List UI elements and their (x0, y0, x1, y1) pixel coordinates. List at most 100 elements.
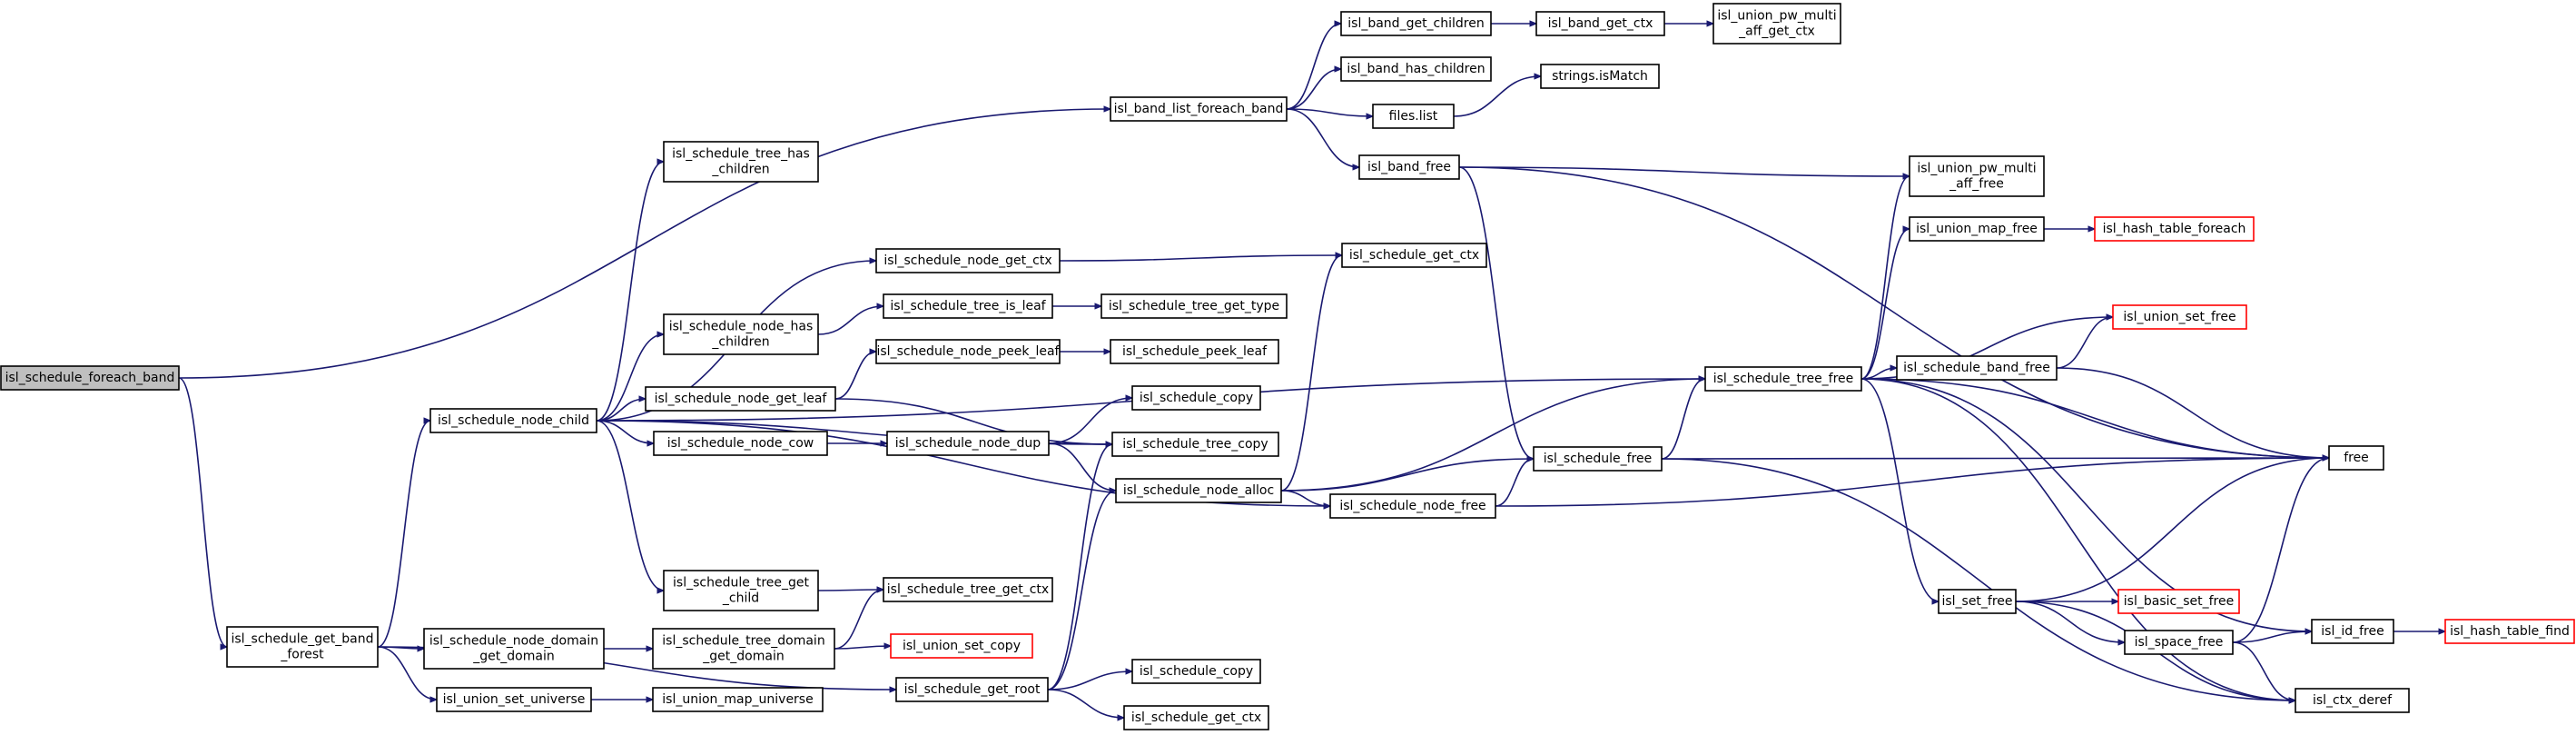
node-label: isl_schedule_node_alloc (1123, 483, 1274, 498)
node-node-free[interactable]: isl_schedule_node_free (1329, 493, 1496, 519)
node-label: isl_hash_table_find (2450, 624, 2570, 639)
node-tree-copy[interactable]: isl_schedule_tree_copy (1111, 432, 1279, 457)
node-label: isl_schedule_node_free (1339, 499, 1485, 513)
node-box (1938, 589, 2017, 614)
node-upma-get-ctx[interactable]: isl_union_pw_multi_aff_get_ctx (1712, 3, 1841, 45)
node-label: isl_band_get_children (1347, 16, 1484, 31)
node-files-list[interactable]: files.list (1372, 104, 1455, 129)
node-tree-get-ctx[interactable]: isl_schedule_tree_get_ctx (883, 577, 1053, 602)
node-box (645, 386, 836, 412)
node-get-band-forest[interactable]: isl_schedule_get_band_forest (226, 626, 379, 668)
node-node-peek-leaf[interactable]: isl_schedule_node_peek_leaf (875, 339, 1061, 364)
node-label: isl_union_map_universe (662, 692, 813, 707)
node-band-has-children[interactable]: isl_band_has_children (1340, 56, 1492, 82)
node-strings-isMatch[interactable]: strings.isMatch (1540, 64, 1660, 89)
node-schedule-copy-a[interactable]: isl_schedule_copy (1131, 385, 1261, 411)
node-union-map-universe[interactable]: isl_union_map_universe (652, 687, 824, 712)
node-union-set-universe[interactable]: isl_union_set_universe (436, 687, 592, 712)
node-box (1896, 355, 2058, 381)
node-node-get-ctx[interactable]: isl_schedule_node_get_ctx (875, 248, 1061, 273)
edge-node_get_leaf-to-node_peek_leaf (834, 352, 876, 400)
node-node-get-leaf[interactable]: isl_schedule_node_get_leaf (645, 386, 836, 412)
edge-get_band_forest-to-node_child (377, 421, 430, 648)
node-upma-free[interactable]: isl_union_pw_multi_aff_free (1909, 155, 2045, 197)
node-label: isl_schedule_tree_get_type (1109, 299, 1279, 313)
node-band-free[interactable]: isl_band_free (1358, 154, 1460, 180)
edge-tree_get_child-to-tree_get_ctx (817, 590, 883, 591)
node-schedule-free[interactable]: isl_schedule_free (1533, 446, 1663, 472)
node-band-get-ctx[interactable]: isl_band_get_ctx (1535, 11, 1665, 36)
node-label: isl_schedule_node_child (438, 413, 589, 428)
node-node-has-children[interactable]: isl_schedule_node_has_children (663, 313, 819, 355)
edge-node_child-to-tree_has_children (596, 162, 664, 422)
node-basic-set-free[interactable]: isl_basic_set_free (2117, 589, 2240, 614)
node-box (890, 633, 1033, 659)
node-ctx-deref[interactable]: isl_ctx_deref (2295, 688, 2410, 713)
node-box (1909, 216, 2045, 242)
node-tree-get-child[interactable]: isl_schedule_tree_get_child (663, 570, 819, 611)
node-space-free[interactable]: isl_space_free (2124, 630, 2234, 655)
node-node-alloc[interactable]: isl_schedule_node_alloc (1115, 478, 1282, 503)
node-label: isl_ctx_deref (2313, 693, 2393, 708)
node-union-set-copy[interactable]: isl_union_set_copy (890, 633, 1033, 659)
node-schedule-get-ctx-a[interactable]: isl_schedule_get_ctx (1341, 243, 1487, 268)
node-label: strings.isMatch (1552, 69, 1648, 84)
edge-band_free-to-schedule_free (1458, 166, 1534, 459)
node-union-set-free[interactable]: isl_union_set_free (2112, 304, 2247, 330)
node-label: isl_union_set_copy (903, 639, 1021, 653)
edge-get_root-to-schedule_get_ctx_b (1047, 689, 1124, 718)
node-label: isl_band_has_children (1347, 62, 1485, 76)
node-get-root[interactable]: isl_schedule_get_root (895, 677, 1049, 702)
node-id-free[interactable]: isl_id_free (2311, 619, 2394, 644)
node-free[interactable]: free (2328, 445, 2384, 471)
node-box (2311, 619, 2394, 644)
node-node-dup[interactable]: isl_schedule_node_dup (886, 431, 1050, 456)
node-label: isl_schedule_tree_domain (662, 634, 824, 649)
node-peek-leaf[interactable]: isl_schedule_peek_leaf (1110, 339, 1279, 364)
edge-set_free-to-free (2015, 458, 2329, 602)
edge-band_free-to-free (1458, 166, 2329, 458)
node-node-cow[interactable]: isl_schedule_node_cow (653, 431, 828, 456)
edge-node_dup-to-node_alloc (1048, 442, 1116, 491)
edge-tree_free-to-ctx_deref (1860, 378, 2295, 700)
edge-node_child-to-tree_get_child (596, 420, 664, 591)
node-schedule-get-ctx-b[interactable]: isl_schedule_get_ctx (1123, 705, 1269, 730)
edge-node_free-to-schedule_free (1495, 459, 1534, 507)
node-node-child[interactable]: isl_schedule_node_child (429, 408, 597, 433)
edge-set_free-to-space_free (2015, 601, 2125, 642)
node-label: _forest (280, 648, 324, 662)
node-tree-domain-get-domain[interactable]: isl_schedule_tree_domain_get_domain (652, 628, 835, 670)
node-box (1115, 478, 1282, 503)
edge-band_free-to-upma_free (1458, 166, 1910, 176)
node-tree-is-leaf[interactable]: isl_schedule_tree_is_leaf (883, 293, 1053, 319)
node-label: isl_set_free (1941, 594, 2012, 609)
node-band-list-foreach-band[interactable]: isl_band_list_foreach_band (1110, 96, 1288, 122)
node-box (1372, 104, 1455, 129)
node-node-domain-get-domain[interactable]: isl_schedule_node_domain_get_domain (423, 628, 605, 670)
node-box (875, 339, 1061, 364)
node-hash-table-foreach[interactable]: isl_hash_table_foreach (2094, 216, 2255, 242)
node-union-map-free[interactable]: isl_union_map_free (1909, 216, 2045, 242)
node-tree-has-children[interactable]: isl_schedule_tree_has_children (663, 141, 819, 183)
node-set-free[interactable]: isl_set_free (1938, 589, 2017, 614)
node-label: isl_band_list_foreach_band (1114, 102, 1284, 116)
edge-tree_free-to-union_map_free (1860, 229, 1910, 380)
node-box (652, 687, 824, 712)
node-label: _children (711, 335, 769, 350)
edge-band_list_foreach_band-to-band_get_children (1286, 24, 1341, 110)
edge-files_list-to-strings_isMatch (1453, 76, 1541, 117)
node-tree-get-type[interactable]: isl_schedule_tree_get_type (1100, 293, 1288, 319)
node-label: isl_schedule_get_band (231, 632, 373, 647)
node-band-get-children[interactable]: isl_band_get_children (1340, 11, 1492, 36)
edge-space_free-to-id_free (2232, 631, 2312, 643)
node-box (429, 408, 597, 433)
node-label: isl_band_free (1367, 160, 1451, 174)
node-tree-free[interactable]: isl_schedule_tree_free (1704, 366, 1862, 392)
node-hash-table-find[interactable]: isl_hash_table_find (2444, 619, 2575, 644)
node-foreach-band[interactable]: isl_schedule_foreach_band (0, 365, 180, 391)
edge-node_child-to-node_get_leaf (596, 399, 646, 422)
node-band-free-sched[interactable]: isl_schedule_band_free (1896, 355, 2058, 381)
node-box (1100, 293, 1288, 319)
node-box (652, 628, 835, 670)
node-schedule-copy-b[interactable]: isl_schedule_copy (1131, 659, 1261, 684)
